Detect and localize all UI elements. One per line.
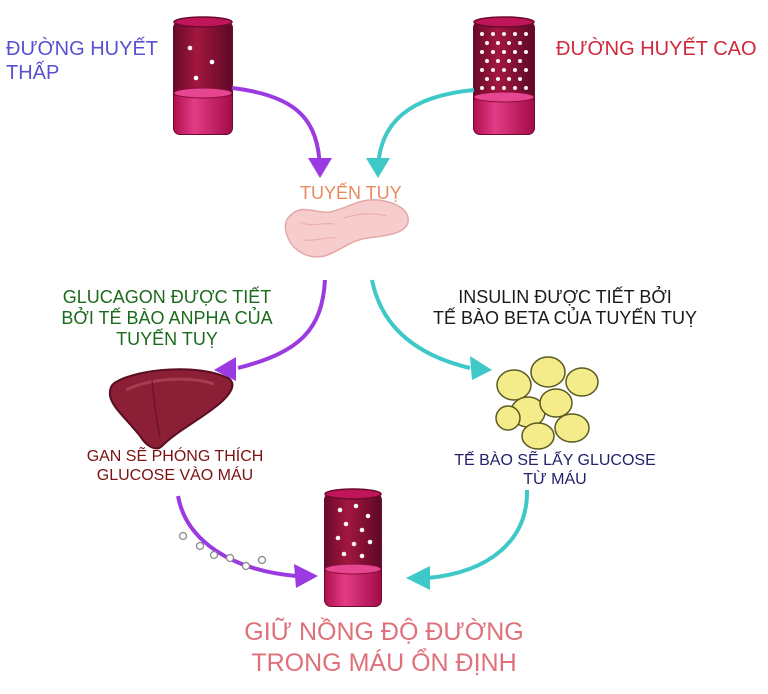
glucose-dot <box>507 77 511 81</box>
result-line-2: TRONG MÁU ỔN ĐỊNH <box>251 649 517 678</box>
high-blood-sugar-text: ĐƯỜNG HUYẾT CAO <box>556 38 757 60</box>
arrow-icon-high-to-pancreas <box>376 88 475 169</box>
fat-cells-icon <box>495 356 599 450</box>
glucose-dot <box>524 50 528 54</box>
glucose-dot <box>491 50 495 54</box>
cells-line-1: TẾ BÀO SẼ LẤY GLUCOSE <box>454 452 656 469</box>
insulin-label: INSULIN ĐƯỢC TIẾT BỞI TẾ BÀO BETA CỦA TU… <box>430 287 700 329</box>
glucose-dot <box>485 77 489 81</box>
glucose-dot <box>491 32 495 36</box>
glucose-dot <box>524 32 528 36</box>
arrow-icon-liver-to-blood <box>176 495 297 578</box>
glucose-dot <box>524 68 528 72</box>
glucose-dot <box>507 41 511 45</box>
pancreas-label: TUYẾN TUỴ <box>300 183 402 204</box>
glucose-dot <box>480 50 484 54</box>
insulin-line-2: TẾ BÀO BETA CỦA TUYẾN TUỴ <box>432 308 698 329</box>
glucose-dot <box>502 86 506 90</box>
glucose-dot <box>480 68 484 72</box>
cells-line-2: TỪ MÁU <box>523 470 587 488</box>
pancreas-text: TUYẾN TUỴ <box>300 183 402 203</box>
result-line-1: GIỮ NỒNG ĐỘ ĐƯỜNG <box>244 618 524 646</box>
glucose-dot <box>507 59 511 63</box>
glucose-dot <box>518 41 522 45</box>
glucose-dot <box>524 86 528 90</box>
liver-label: GAN SẼ PHÓNG THÍCH GLUCOSE VÀO MÁU <box>40 448 310 486</box>
pancreas-icon <box>284 199 409 258</box>
glucagon-line-1: GLUCAGON ĐƯỢC TIẾT <box>62 287 272 307</box>
liver-line-2: GLUCOSE VÀO MÁU <box>96 466 254 484</box>
glucose-dot <box>485 59 489 63</box>
blood-tube-icon-low <box>173 16 233 135</box>
glucose-dot <box>513 86 517 90</box>
glucagon-line-2: BỞI TẾ BÀO ANPHA CỦA <box>61 308 273 329</box>
low-blood-sugar-line-2: THẤP <box>6 61 60 84</box>
glucagon-line-3: TUYẾN TUỴ <box>116 329 218 350</box>
arrow-icon-pancreas-to-cells <box>370 279 471 370</box>
high-blood-sugar-label: ĐƯỜNG HUYẾT CAO <box>556 38 757 62</box>
liver-line-1: GAN SẼ PHÓNG THÍCH <box>86 448 264 465</box>
low-blood-sugar-label: ĐƯỜNG HUYẾT THẤP <box>6 38 158 85</box>
glucose-dot <box>518 77 522 81</box>
blood-tube-icon-high <box>473 16 535 135</box>
glucagon-label: GLUCAGON ĐƯỢC TIẾT BỞI TẾ BÀO ANPHA CỦA … <box>42 287 292 351</box>
glucose-dot <box>513 32 517 36</box>
glucose-dot <box>502 32 506 36</box>
glucose-dot <box>491 86 495 90</box>
glucose-dot <box>496 77 500 81</box>
insulin-line-1: INSULIN ĐƯỢC TIẾT BỞI <box>458 287 672 307</box>
glucose-dot <box>502 68 506 72</box>
glucose-dot <box>513 50 517 54</box>
arrow-icon-low-to-pancreas <box>231 86 322 169</box>
glucose-dot <box>480 32 484 36</box>
glucose-dot <box>491 68 495 72</box>
glucose-dot <box>502 50 506 54</box>
liver-icon <box>108 368 234 450</box>
glucose-dot <box>496 59 500 63</box>
cells-label: TẾ BÀO SẼ LẤY GLUCOSE TỪ MÁU <box>430 452 680 490</box>
glucose-dot <box>496 41 500 45</box>
glucose-dot <box>518 59 522 63</box>
low-blood-sugar-line-1: ĐƯỜNG HUYẾT <box>6 38 159 60</box>
result-label: GIỮ NỒNG ĐỘ ĐƯỜNG TRONG MÁU ỔN ĐỊNH <box>184 617 584 680</box>
arrow-icon-pancreas-to-liver <box>237 279 327 370</box>
glucose-dot <box>480 86 484 90</box>
glucose-dot <box>485 41 489 45</box>
arrow-icon-cells-to-blood <box>427 489 530 580</box>
blood-tube-icon-stable <box>324 488 382 607</box>
glucose-dots <box>178 531 267 571</box>
glucose-dot <box>513 68 517 72</box>
